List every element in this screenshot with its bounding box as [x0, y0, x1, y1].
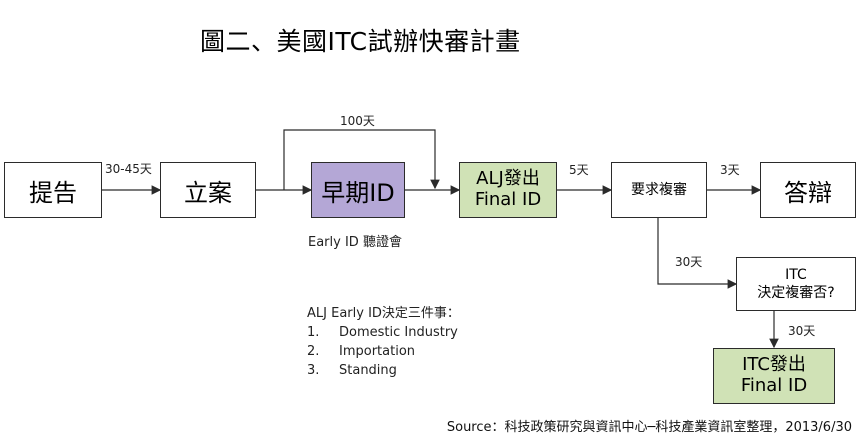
note-item: 3.Standing [307, 363, 397, 378]
node-itc-line2: Final ID [740, 375, 808, 396]
node-review-decision: ITC 決定複審否? [736, 257, 856, 311]
node-review-request-label: 要求複審 [631, 181, 687, 198]
node-early-id-label: 早期ID [321, 178, 395, 207]
early-id-caption: Early ID 聽證會 [308, 235, 402, 250]
node-early-id: 早期ID [311, 162, 405, 218]
node-itc-final-id: ITC發出 Final ID [713, 348, 835, 404]
node-complaint-label: 提告 [29, 178, 77, 207]
edge-label-5: 5天 [569, 163, 589, 177]
note-item: 1.Domestic Industry [307, 325, 458, 340]
note-heading: ALJ Early ID決定三件事： [307, 306, 460, 321]
note-item: 2.Importation [307, 344, 416, 359]
node-decision-line2: 決定複審否? [757, 285, 835, 301]
source-note: Source：科技政策研究與資訊中心─科技產業資訊室整理，2013/6/30 [446, 420, 852, 435]
node-answer: 答辯 [760, 162, 856, 218]
node-decision-line1: ITC [785, 266, 807, 283]
node-complaint: 提告 [4, 162, 102, 218]
alj-early-id-note: ALJ Early ID決定三件事： 1.Domestic Industry 2… [307, 304, 460, 380]
edge-label-30-b: 30天 [788, 324, 816, 338]
diagram-title: 圖二、美國ITC試辦快審計畫 [200, 27, 521, 56]
node-alj-final-id: ALJ發出 Final ID [459, 162, 557, 218]
edge-label-30-45: 30-45天 [105, 162, 152, 176]
node-alj-line2: Final ID [474, 189, 542, 210]
node-itc-line1: ITC發出 [742, 354, 806, 376]
node-answer-label: 答辯 [784, 178, 832, 207]
node-alj-line1: ALJ發出 [476, 168, 540, 190]
node-review-request: 要求複審 [611, 162, 707, 218]
edge-label-30-a: 30天 [675, 255, 703, 269]
edge-label-3: 3天 [720, 163, 740, 177]
node-institution: 立案 [160, 162, 256, 218]
node-institution-label: 立案 [184, 178, 232, 207]
arrow-bypass-100 [283, 129, 440, 190]
arrow-review-decision [657, 217, 738, 289]
edge-label-100: 100天 [340, 114, 375, 128]
